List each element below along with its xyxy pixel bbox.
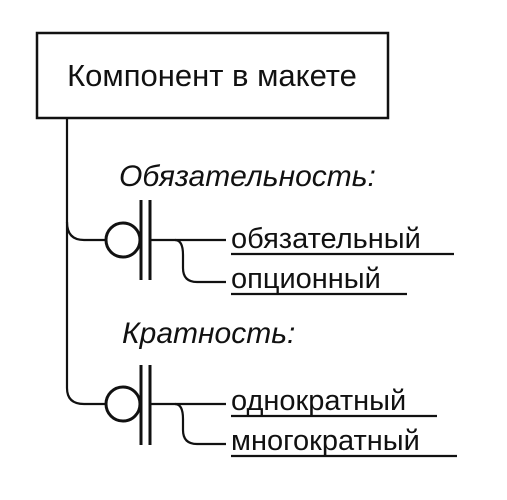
- option-optional: опционный: [231, 263, 381, 295]
- option-mandatory: обязательный: [231, 223, 421, 255]
- connector-obligation: [65, 221, 106, 242]
- section-heading-multiplicity: Кратность:: [122, 317, 295, 350]
- option-single: однократный: [231, 385, 406, 417]
- component-label: Компонент в макете: [67, 58, 357, 93]
- optional-circle-symbol-2: [104, 385, 142, 423]
- component-box: [35, 31, 390, 120]
- optional-circle-symbol: [104, 221, 142, 259]
- section-heading-obligation: Обязательность:: [119, 160, 376, 193]
- connector-multiplicity: [65, 387, 106, 406]
- branch-lower-multiplicity: [174, 402, 226, 446]
- option-multiple: многократный: [231, 425, 420, 457]
- branch-lower-obligation: [174, 238, 226, 284]
